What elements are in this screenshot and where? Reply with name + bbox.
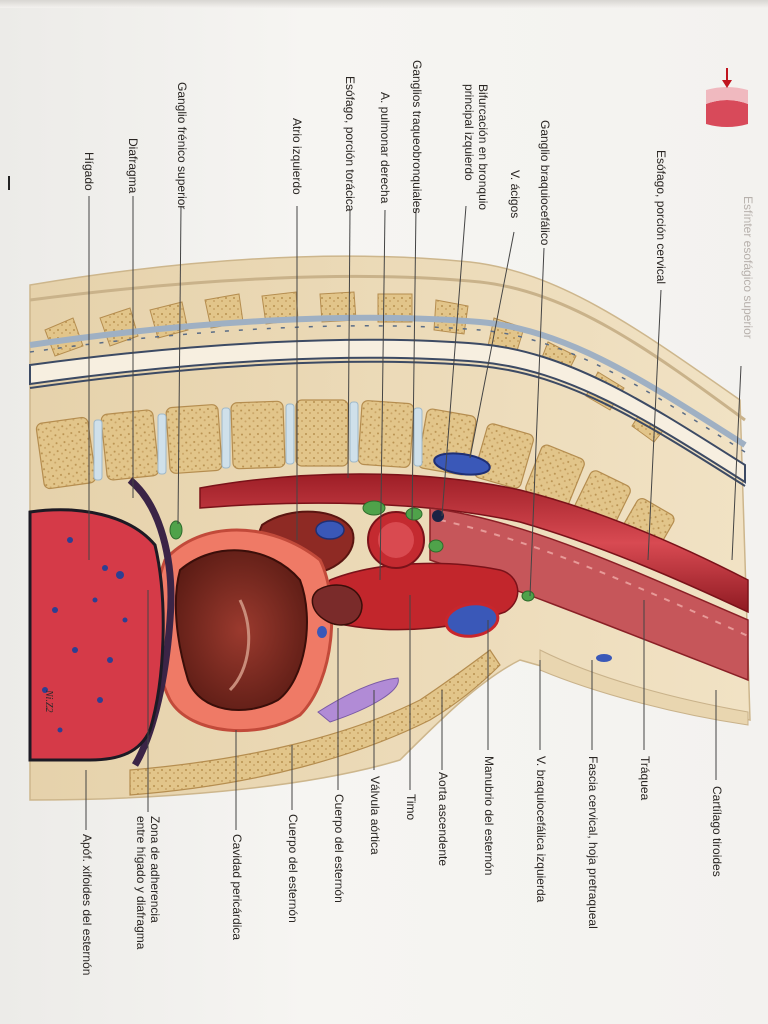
label-bifurcacion-line1: Bifurcación en bronquio xyxy=(476,84,490,211)
orientation-arrow-icon xyxy=(706,68,748,127)
label-cartilago-tiroides: Cartílago tiroides xyxy=(710,786,724,877)
label-bifurcacion-line2: principal izquierdo xyxy=(462,84,476,181)
label-a-pulmonar-derecha: A. pulmonar derecha xyxy=(378,92,392,204)
liver-vessels xyxy=(42,537,128,733)
label-v-acigos: V. ácigos xyxy=(508,170,522,219)
spinal-cord xyxy=(29,338,746,484)
label-cavidad-pericardica: Cavidad pericárdica xyxy=(230,834,244,941)
label-zona-line1: Zona de adherencia xyxy=(148,816,162,923)
label-timo: Timo xyxy=(404,794,418,821)
label-zona-adherencia: Zona de adherencia entre hígado y diafra… xyxy=(134,816,162,949)
label-v-braquiocefalica-izquierda: V. braquiocefálica izquierda xyxy=(534,756,548,903)
label-atrio-izquierdo: Atrio izquierdo xyxy=(290,118,304,195)
left-brachiocephalic-vein xyxy=(444,602,500,638)
label-higado: Hígado xyxy=(82,152,96,191)
artist-signature: Ni.Z2 xyxy=(43,689,54,713)
label-ganglios-traqueobronquiales: Ganglios traqueobronquiales xyxy=(410,60,424,214)
label-apof-xifoides: Apóf. xifoides del esternón xyxy=(80,834,94,976)
label-ganglio-braquiocefalico: Ganglio braquiocefálico xyxy=(538,120,552,246)
vertebral-bodies xyxy=(35,399,675,554)
page-top-shadow xyxy=(0,0,768,8)
heart-chambers xyxy=(174,549,308,712)
lymph-nodes xyxy=(169,500,535,602)
label-zona-line2: entre hígado y diafragma xyxy=(134,816,148,950)
label-diafragma: Diafragma xyxy=(126,138,140,194)
margin-mark xyxy=(8,176,10,190)
label-cuerpo-del-esternon-1: Cuerpo del esternón xyxy=(332,794,346,903)
aortic-valve xyxy=(311,584,363,626)
label-bifurcacion-bronquio: Bifurcación en bronquio principal izquie… xyxy=(462,84,490,210)
sternum xyxy=(129,649,501,796)
label-cuerpo-del-esternon-2: Cuerpo del esternón xyxy=(286,814,300,923)
liver xyxy=(28,508,165,762)
label-esofago-porcion-cervical: Esófago, porción cervical xyxy=(654,150,668,285)
label-valvula-aortica: Válvula aórtica xyxy=(368,776,382,855)
label-traquea: Tráquea xyxy=(638,756,652,801)
label-esfinter-esofagico-superior: Esfínter esofágico superior xyxy=(741,196,755,339)
label-fascia-cervical: Fascia cervical, hoja pretraqueal xyxy=(586,756,600,929)
leader-lines xyxy=(85,196,742,830)
label-ganglio-frenico-superior: Ganglio frénico superior xyxy=(175,82,189,210)
azygos-vein xyxy=(433,452,491,476)
label-manubrio-del-esternon: Manubrio del esternón xyxy=(482,756,496,876)
label-esofago-porcion-toracica: Esófago, porción torácica xyxy=(343,76,357,212)
label-aorta-ascendente: Aorta ascendente xyxy=(436,772,450,867)
esophagus xyxy=(199,473,749,614)
